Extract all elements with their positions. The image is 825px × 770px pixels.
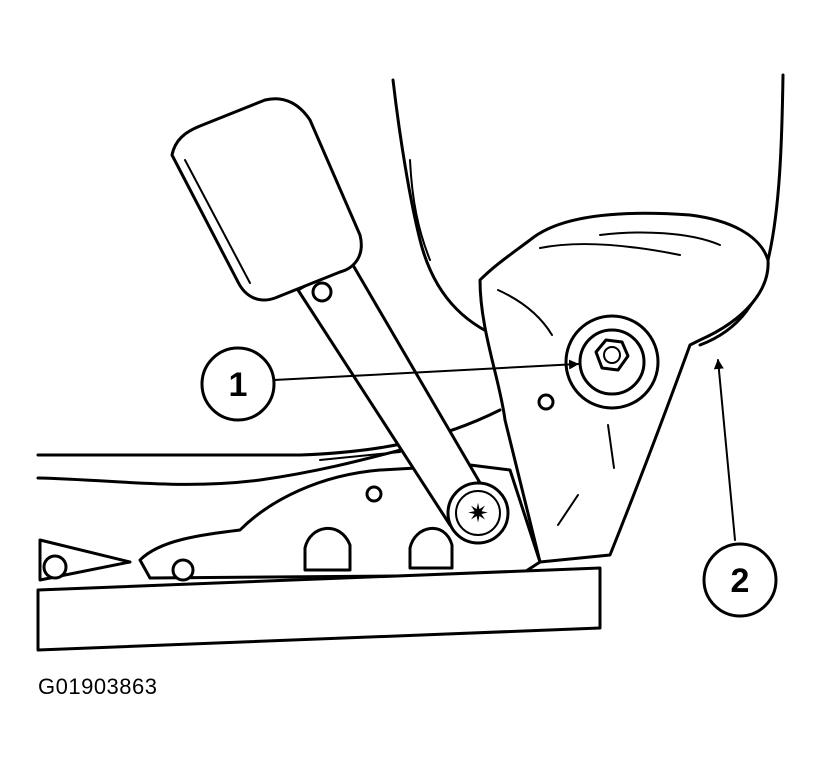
callout-2-label: 2: [731, 562, 750, 600]
callout-1-leader: [273, 359, 579, 381]
callout-2: 2: [702, 542, 778, 618]
seat-rail: [36, 538, 602, 652]
callout-1-label: 1: [229, 366, 248, 404]
callout-1: 1: [200, 346, 276, 422]
seat-belt-buckle: ✷: [170, 97, 510, 545]
recliner-pivot-bolt: [564, 314, 660, 410]
svg-text:✷: ✷: [467, 499, 489, 529]
seat-back-outline: [391, 73, 785, 347]
callout-2-leader: [713, 359, 736, 541]
figure-id: G01903863: [38, 674, 158, 699]
